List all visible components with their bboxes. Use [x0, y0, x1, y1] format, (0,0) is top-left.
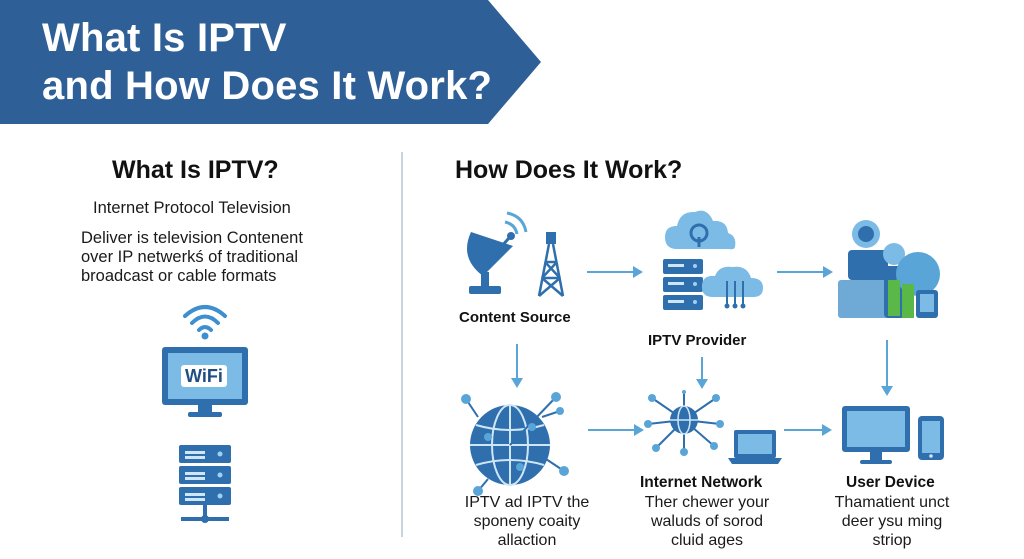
arrow-source-to-provider: [587, 266, 643, 278]
network-caption-line-2: waluds of sorod: [650, 513, 764, 530]
arrow-provider-down: [696, 357, 708, 389]
page-title: What Is IPTV and How Does It Work?: [42, 14, 492, 110]
description-line-1: Deliver is television Contenent: [81, 229, 303, 247]
title-line-1: What Is IPTV: [42, 16, 287, 60]
globe-network-icon: [461, 392, 569, 496]
title-banner: What Is IPTV and How Does It Work?: [0, 0, 1024, 124]
globe-caption-line-2: sponeny coaity: [473, 513, 581, 530]
arrow-network-to-device: [784, 424, 832, 436]
arrow-users-down: [881, 340, 893, 396]
arrow-globe-to-network: [588, 424, 644, 436]
description-line-2: over IP netwerkś of traditional: [81, 248, 299, 266]
how-does-it-work-heading: How Does It Work?: [455, 156, 683, 184]
satellite-dish-icon: [467, 211, 565, 297]
wifi-icon: [183, 305, 227, 340]
what-is-iptv-heading: What Is IPTV?: [112, 156, 279, 184]
iptv-provider-icon: [663, 210, 763, 310]
network-caption-line-1: Ther chewer your: [644, 494, 770, 511]
network-caption: Ther chewer your waluds of sorod cluid a…: [632, 493, 782, 550]
user-devices-cluster-icon: [838, 220, 940, 318]
internet-network-icon: [644, 390, 782, 464]
iptv-subtitle: Internet Protocol Television: [93, 199, 291, 217]
globe-caption-line-1: IPTV ad IPTV the: [464, 494, 590, 511]
arrow-source-down: [511, 344, 523, 388]
user-device-icon: [842, 406, 944, 464]
globe-caption-line-3: allaction: [497, 532, 557, 549]
banner-shape: [0, 0, 541, 124]
title-line-2: and How Does It Work?: [42, 64, 493, 108]
device-caption-line-2: deer ysu ming: [841, 513, 943, 530]
device-caption: Thamatient unct deer ysu ming striop: [817, 493, 967, 550]
arrow-provider-to-users: [777, 266, 833, 278]
user-device-label: User Device: [846, 474, 935, 491]
description-line-3: broadcast or cable formats: [81, 267, 277, 285]
server-icon: [179, 445, 231, 523]
content-source-label: Content Source: [459, 309, 571, 326]
iptv-provider-label: IPTV Provider: [648, 332, 747, 349]
network-caption-line-3: cluid ages: [670, 532, 744, 549]
globe-caption: IPTV ad IPTV the sponeny coaity allactio…: [452, 493, 602, 550]
monitor-wifi-label: WiFi: [181, 365, 227, 387]
panel-divider: [401, 152, 403, 537]
internet-network-label: Internet Network: [640, 474, 763, 491]
device-caption-line-3: striop: [872, 532, 912, 549]
device-caption-line-1: Thamatient unct: [834, 494, 950, 511]
